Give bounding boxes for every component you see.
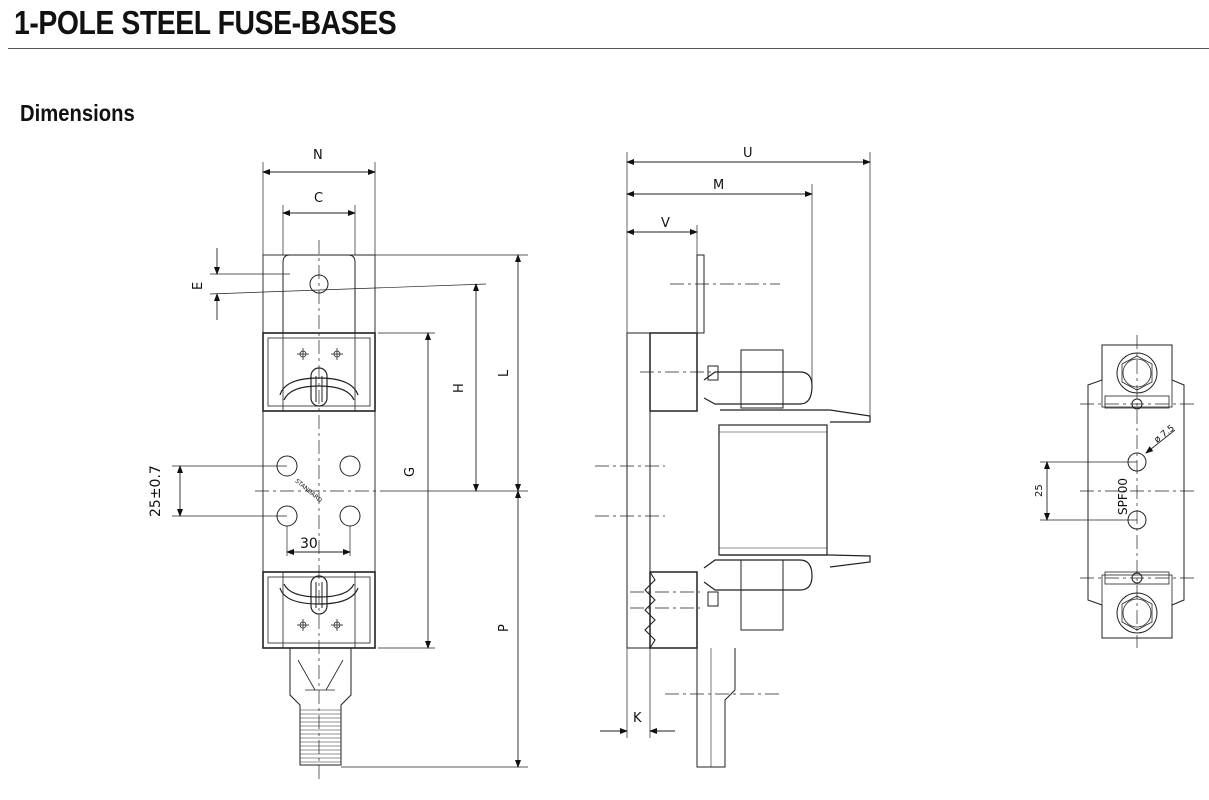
end-view xyxy=(1040,335,1195,648)
dim-label-g: G xyxy=(403,467,418,477)
dim-label-h: H xyxy=(452,383,467,393)
dim-label-m: M xyxy=(713,178,724,193)
side-top-contact xyxy=(740,349,784,409)
bottom-screws-icon xyxy=(297,619,343,631)
cable-lug xyxy=(289,648,352,766)
end-dimension-labels: 25 ø 7.5 SPF00 xyxy=(1034,424,1177,515)
top-screws-icon xyxy=(297,348,343,360)
dim-label-p: P xyxy=(497,624,512,632)
top-spring-icon xyxy=(279,367,359,407)
title-rule xyxy=(8,48,1209,49)
side-base-plate xyxy=(626,332,651,649)
side-view xyxy=(595,152,871,768)
front-center-lines xyxy=(255,240,384,780)
model-label: SPF00 xyxy=(1116,478,1130,515)
section-title: Dimensions xyxy=(20,100,135,126)
top-contact-tab xyxy=(282,254,356,333)
dim-label-hole-spacing-h: 30 xyxy=(300,536,318,552)
dim-label-diameter: ø 7.5 xyxy=(1153,424,1177,446)
page-title: 1-POLE STEEL FUSE-BASES xyxy=(14,4,397,41)
side-fuse-body xyxy=(718,424,828,556)
dim-label-k: K xyxy=(633,711,642,726)
dim-label-c: C xyxy=(314,191,323,206)
front-dimension-lines xyxy=(177,169,521,768)
end-outline xyxy=(1087,344,1185,639)
front-dimension-labels: N C E H L G P 25±0.7 30 xyxy=(148,148,512,632)
side-hatch xyxy=(644,571,656,649)
side-bottom-housing xyxy=(649,571,698,649)
dim-label-v: V xyxy=(661,216,670,231)
dim-label-n: N xyxy=(313,148,323,163)
dim-label-hole-spacing-v: 25±0.7 xyxy=(148,465,164,517)
front-view: STANDARD xyxy=(172,162,528,780)
dim-label-u: U xyxy=(743,146,753,161)
dim-label-e: E xyxy=(191,282,206,290)
side-upright-tab xyxy=(696,254,705,334)
side-cable-lug xyxy=(696,648,736,768)
side-bottom-contact xyxy=(740,559,784,631)
dim-label-l: L xyxy=(497,369,512,377)
front-extension-lines xyxy=(172,162,528,768)
dim-label-25: 25 xyxy=(1034,484,1045,497)
side-dimension-labels: U M V K xyxy=(633,146,753,726)
cable-lug-serration xyxy=(300,709,341,763)
